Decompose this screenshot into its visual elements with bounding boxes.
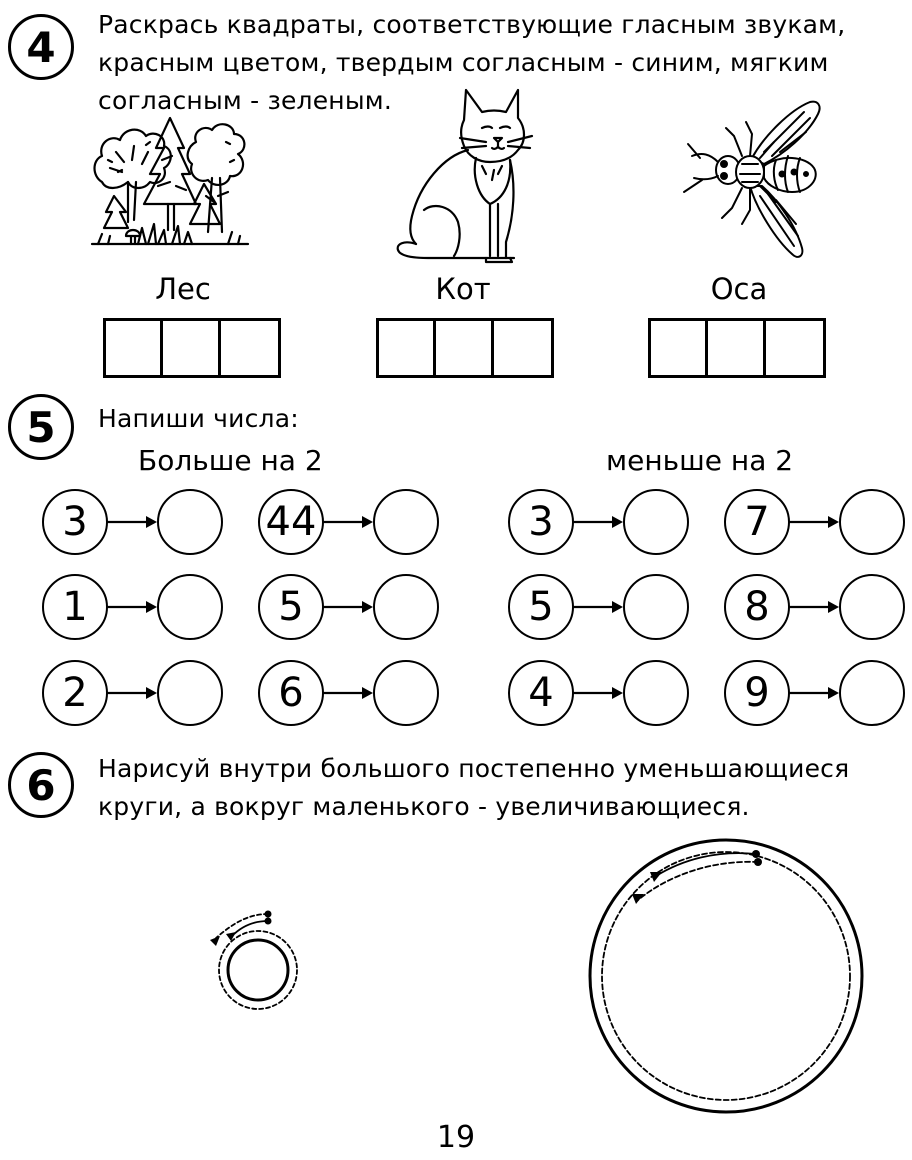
given-number: 9 bbox=[724, 660, 790, 726]
sound-box[interactable] bbox=[379, 321, 437, 375]
answer-circle[interactable] bbox=[373, 660, 439, 726]
task-6-number: 6 bbox=[8, 752, 74, 818]
given-number: 8 bbox=[724, 574, 790, 640]
given-number: 3 bbox=[42, 489, 108, 555]
sound-boxes-kot bbox=[376, 318, 554, 378]
task-5-instruction: Напиши числа: bbox=[98, 404, 299, 433]
answer-circle[interactable] bbox=[839, 574, 905, 640]
number-pair: 4 bbox=[508, 660, 689, 730]
answer-circle[interactable] bbox=[839, 660, 905, 726]
answer-circle[interactable] bbox=[373, 574, 439, 640]
number-pair: 5 bbox=[258, 574, 439, 644]
number-pair: 9 bbox=[724, 660, 905, 730]
forest-icon bbox=[90, 116, 250, 246]
sound-box[interactable] bbox=[766, 321, 823, 375]
answer-circle[interactable] bbox=[157, 489, 223, 555]
wasp-icon bbox=[683, 100, 821, 258]
sound-boxes-osa bbox=[648, 318, 826, 378]
arrow-right-icon bbox=[322, 601, 373, 613]
sound-box[interactable] bbox=[494, 321, 551, 375]
cat-icon bbox=[396, 88, 534, 264]
number-pair: 3 bbox=[42, 489, 223, 559]
task-5-number: 5 bbox=[8, 394, 74, 460]
arrow-right-icon bbox=[572, 601, 623, 613]
answer-circle[interactable] bbox=[157, 660, 223, 726]
group-more-title: Больше на 2 bbox=[138, 444, 323, 477]
given-number: 6 bbox=[258, 660, 324, 726]
group-less-title: меньше на 2 bbox=[606, 444, 794, 477]
word-osa: Оса bbox=[710, 272, 768, 306]
word-kot: Кот bbox=[435, 272, 491, 306]
arrow-right-icon bbox=[572, 687, 623, 699]
number-pair: 2 bbox=[42, 660, 223, 730]
arrow-right-icon bbox=[788, 687, 839, 699]
given-number: 1 bbox=[42, 574, 108, 640]
sound-box[interactable] bbox=[708, 321, 766, 375]
arrow-right-icon bbox=[788, 601, 839, 613]
sound-boxes-les bbox=[103, 318, 281, 378]
sound-box[interactable] bbox=[651, 321, 709, 375]
number-pair: 6 bbox=[258, 660, 439, 730]
given-number: 4 bbox=[508, 660, 574, 726]
task-4-number: 4 bbox=[8, 14, 74, 80]
sound-box[interactable] bbox=[163, 321, 221, 375]
answer-circle[interactable] bbox=[623, 489, 689, 555]
arrow-right-icon bbox=[322, 516, 373, 528]
arrow-right-icon bbox=[322, 687, 373, 699]
given-number: 7 bbox=[724, 489, 790, 555]
number-pair: 5 bbox=[508, 574, 689, 644]
answer-circle[interactable] bbox=[157, 574, 223, 640]
given-number: 44 bbox=[258, 489, 324, 555]
given-number: 3 bbox=[508, 489, 574, 555]
page-number: 19 bbox=[436, 1120, 476, 1155]
number-pair: 7 bbox=[724, 489, 905, 559]
sound-box[interactable] bbox=[106, 321, 164, 375]
arrow-right-icon bbox=[572, 516, 623, 528]
word-les: Лес bbox=[155, 272, 211, 306]
given-number: 2 bbox=[42, 660, 108, 726]
given-number: 5 bbox=[508, 574, 574, 640]
arrow-right-icon bbox=[788, 516, 839, 528]
number-pair: 3 bbox=[508, 489, 689, 559]
sound-box[interactable] bbox=[436, 321, 494, 375]
number-pair: 44 bbox=[258, 489, 439, 559]
arrow-right-icon bbox=[106, 687, 157, 699]
arrow-right-icon bbox=[106, 601, 157, 613]
number-pair: 1 bbox=[42, 574, 223, 644]
task-4-instruction: Раскрась квадраты, соответствующие гласн… bbox=[98, 10, 846, 115]
number-pair: 8 bbox=[724, 574, 905, 644]
task-6-instruction: Нарисуй внутри большого постепенно умень… bbox=[98, 754, 850, 821]
small-circle-drawing-area[interactable] bbox=[200, 906, 310, 1016]
answer-circle[interactable] bbox=[373, 489, 439, 555]
answer-circle[interactable] bbox=[839, 489, 905, 555]
answer-circle[interactable] bbox=[623, 574, 689, 640]
arrow-right-icon bbox=[106, 516, 157, 528]
given-number: 5 bbox=[258, 574, 324, 640]
large-circle-drawing-area[interactable] bbox=[586, 836, 866, 1116]
sound-box[interactable] bbox=[221, 321, 278, 375]
answer-circle[interactable] bbox=[623, 660, 689, 726]
